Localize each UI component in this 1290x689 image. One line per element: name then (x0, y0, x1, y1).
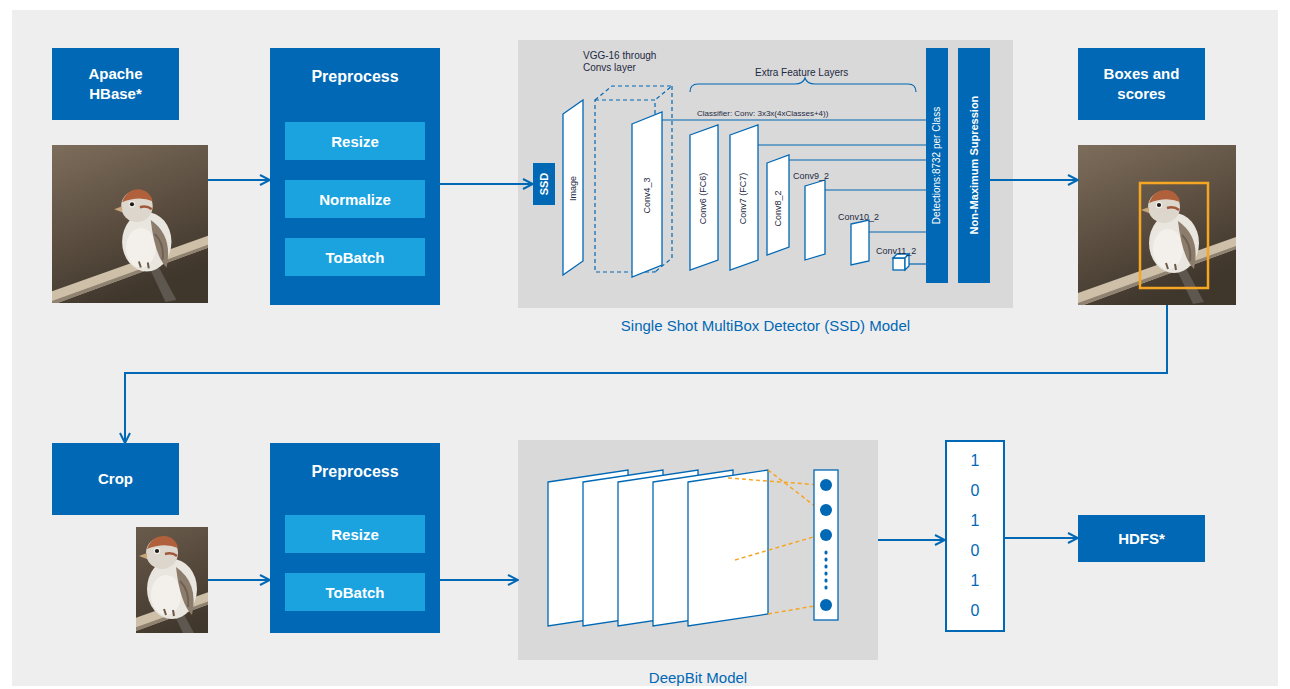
step-box: Resize (285, 122, 425, 160)
title-bar: Crop (52, 443, 179, 515)
panel-caption: Single Shot MultiBox Detector (SSD) Mode… (621, 317, 910, 334)
process-panel: PreprocessResizeNormalizeToBatch (270, 48, 440, 305)
layer-name: Conv6 (FC6) (699, 172, 710, 224)
node-label: ToBatch (326, 584, 385, 601)
source-box: Apache HBase* (52, 48, 208, 303)
annotation: Classifier: Conv: 3x3x(4xClasses+4)) (697, 109, 828, 119)
caption-holder: Single Shot MultiBox Detector (SSD) Mode… (518, 317, 1013, 335)
bit-vector: 1 0 1 0 1 0 (945, 440, 1005, 632)
model-box: SSD (533, 163, 555, 205)
label-holder: Classifier: Conv: 3x3x(4xClasses+4)) (697, 102, 828, 120)
node-label: 1 0 1 0 1 0 (971, 446, 980, 626)
node-label: Resize (331, 526, 379, 543)
layer-name: Conv7 (FC7) (739, 172, 750, 224)
flow-arrow (990, 179, 1078, 181)
step-box: ToBatch (285, 238, 425, 276)
flow-arrow (208, 579, 270, 581)
node-label: Preprocess (270, 463, 440, 481)
label-holder: Conv11_2 (876, 240, 916, 258)
label-holder: VGG-16 through Convs layer (583, 50, 683, 75)
flow-arrow (440, 579, 518, 581)
layer-name: Image (568, 176, 579, 201)
layer-name: Conv10_2 (838, 212, 879, 223)
node-label: ToBatch (326, 249, 385, 266)
model-box: Detections:8732 per Class (926, 48, 948, 283)
group-label: Extra Feature Layers (755, 67, 848, 79)
flow-arrow (440, 183, 533, 185)
title-bar: Boxes and scores (1078, 48, 1205, 120)
panel-caption: DeepBit Model (649, 669, 747, 686)
process-box: Crop (52, 443, 208, 633)
step-box: Normalize (285, 180, 425, 218)
layer-name: Conv4_3 (642, 177, 653, 213)
flow-arrow (208, 179, 270, 181)
label-holder: Conv10_2 (838, 206, 879, 224)
caption-holder: DeepBit Model (518, 669, 878, 687)
node-label: Detections:8732 per Class (932, 107, 943, 224)
flow-arrow (1005, 537, 1078, 539)
node-label: Crop (98, 469, 133, 489)
layer-name: Conv11_2 (876, 246, 916, 257)
step-box: Resize (285, 515, 425, 553)
model-box: Non-Maximum Supression (958, 48, 990, 283)
label-holder: Conv9_2 (793, 165, 829, 183)
node-label: Boxes and scores (1088, 64, 1195, 105)
node-label: Apache HBase* (62, 64, 169, 105)
title-bar: Apache HBase* (52, 48, 179, 120)
node-label: Normalize (319, 191, 391, 208)
node-label: Resize (331, 133, 379, 150)
node-label: Preprocess (270, 68, 440, 86)
output-box: Boxes and scores (1078, 48, 1236, 305)
node-label: Non-Maximum Supression (968, 96, 980, 235)
step-box: ToBatch (285, 573, 425, 611)
model-panel: Single Shot MultiBox Detector (SSD) Mode… (518, 40, 1013, 308)
flow-arrow (878, 539, 945, 541)
node-label: HDFS* (1118, 530, 1165, 547)
label-holder: Extra Feature Layers (755, 62, 848, 80)
layer-name: Conv9_2 (793, 171, 829, 182)
node-label: SSD (538, 173, 550, 196)
model-panel: DeepBit Model (518, 440, 878, 660)
storage-box: HDFS* (1078, 515, 1205, 562)
process-panel: PreprocessResizeToBatch (270, 443, 440, 633)
layer-name: Conv8_2 (773, 190, 784, 226)
group-label: VGG-16 through Convs layer (583, 50, 683, 74)
flow-arrow (125, 305, 1167, 443)
